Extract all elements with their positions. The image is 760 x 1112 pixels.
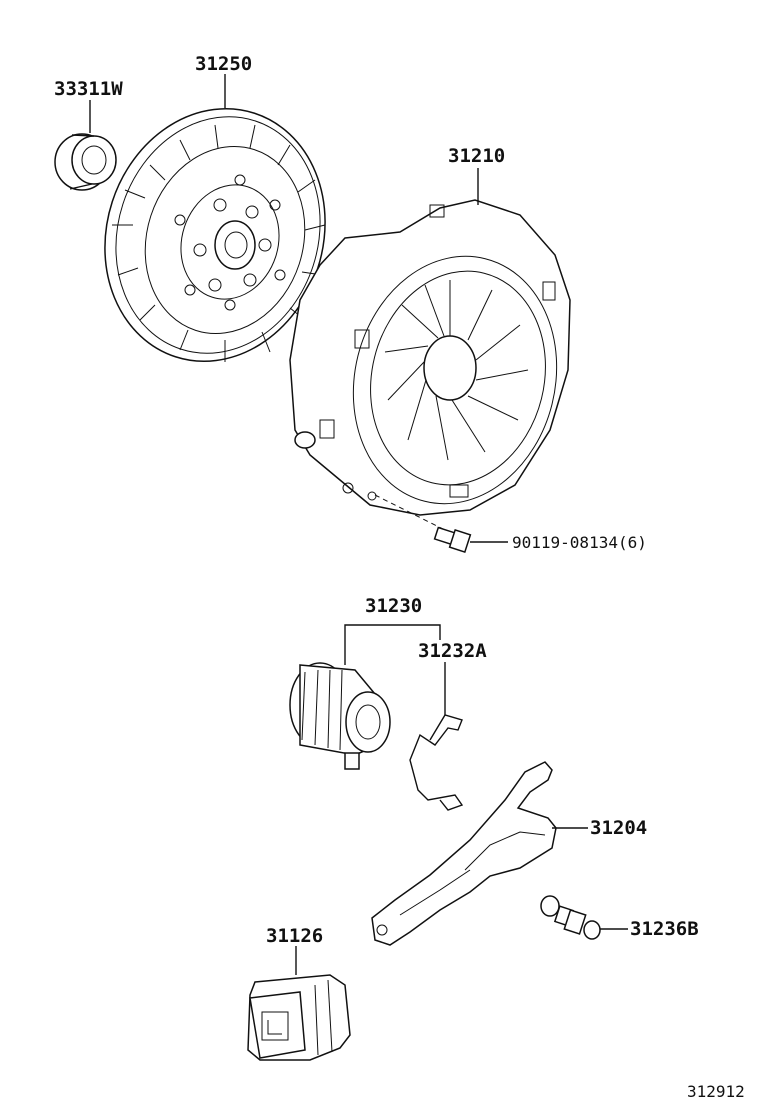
label-bolt: 90119-08134(6) [512, 533, 647, 552]
label-31126: 31126 [266, 925, 323, 947]
clutch-cover-31210[interactable] [289, 199, 582, 525]
label-31236b: 31236B [630, 918, 699, 940]
figure-code: 312912 [687, 1082, 745, 1101]
clutch-disc-31250[interactable] [73, 80, 358, 390]
bolt-90119-08134[interactable] [433, 526, 472, 553]
release-fork-31204[interactable] [371, 761, 557, 946]
release-bearing-31230[interactable] [289, 662, 391, 770]
pilot-bearing-33311w[interactable] [54, 133, 117, 191]
label-31204: 31204 [590, 817, 647, 839]
label-31232a: 31232A [418, 640, 487, 662]
label-31250: 31250 [195, 53, 252, 75]
clip-31232a[interactable] [409, 714, 464, 811]
boot-31126[interactable] [247, 974, 351, 1061]
label-31230: 31230 [365, 595, 422, 617]
fork-support-31236b[interactable] [540, 895, 601, 940]
label-31210: 31210 [448, 145, 505, 167]
leader-31230 [344, 624, 441, 665]
label-33311w: 33311W [54, 78, 123, 100]
leader-bolt-dashed [374, 494, 446, 531]
